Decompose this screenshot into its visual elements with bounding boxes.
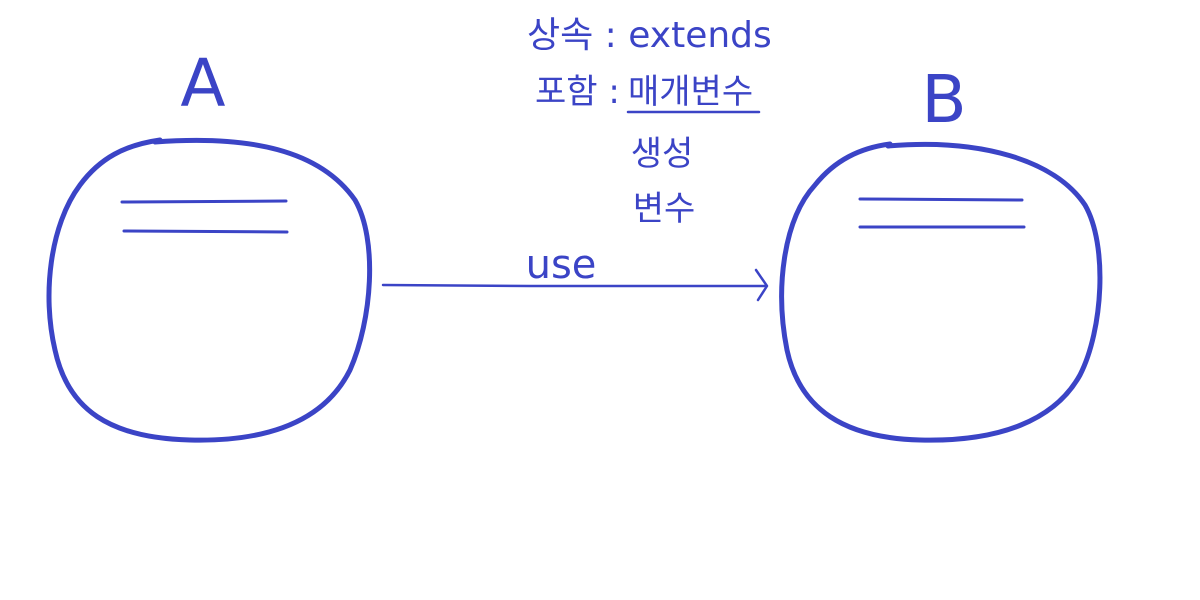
- node-a-divider-top: [120, 199, 288, 204]
- note-inheritance: 상속 : extends: [527, 15, 772, 56]
- node-b-label: B: [921, 61, 966, 138]
- edge-label: use: [526, 242, 597, 288]
- notes: 상속 : extends 포함 : 매개변수 생성 변수: [527, 15, 772, 229]
- arrowhead-icon: [754, 268, 769, 302]
- node-b: B: [779, 61, 1103, 443]
- note-inclusion-label: 포함 :: [535, 72, 620, 112]
- node-a-circle: [46, 137, 373, 443]
- note-inclusion-item-2: 생성: [631, 134, 694, 174]
- note-inclusion-item-1: 매개변수: [628, 72, 753, 112]
- node-a-label: A: [180, 45, 225, 122]
- note-inclusion-item-3: 변수: [633, 189, 696, 229]
- edge-line: [381, 283, 768, 288]
- node-b-divider-top: [858, 197, 1024, 202]
- node-a: A: [46, 45, 373, 443]
- node-b-circle: [779, 141, 1103, 443]
- edge-use: use: [381, 242, 769, 302]
- node-a-divider-bottom: [122, 229, 289, 234]
